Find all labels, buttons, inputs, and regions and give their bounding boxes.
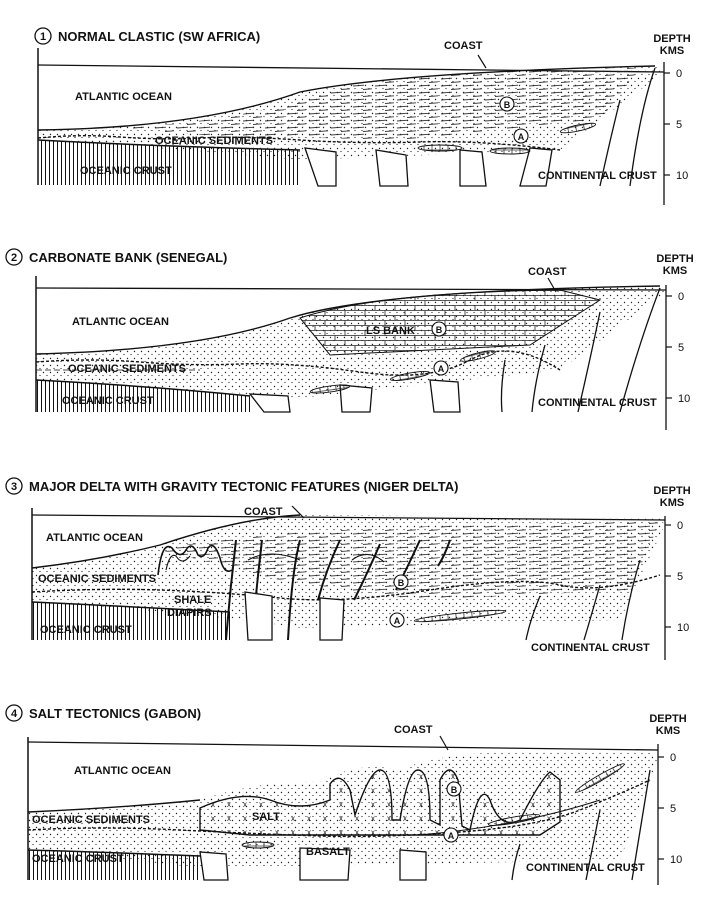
oceanic-crust bbox=[36, 380, 250, 412]
panel-title: NORMAL CLASTIC (SW AFRICA) bbox=[58, 29, 260, 44]
ocean-label: ATLANTIC OCEAN bbox=[46, 532, 143, 544]
shale-label: SHALE bbox=[174, 594, 211, 606]
unit-a-label: A bbox=[448, 831, 455, 841]
crust-label: OCEANIC CRUST bbox=[62, 395, 154, 407]
panel-number: 4 bbox=[11, 708, 18, 720]
panel-2-carbonate-bank: 2 CARBONATE BANK (SENEGAL) DEPTH KMS 0 5… bbox=[5, 248, 694, 430]
panel-3-major-delta: 3 MAJOR DELTA WITH GRAVITY TECTONIC FEAT… bbox=[5, 477, 691, 660]
depth-tick-0: 0 bbox=[677, 520, 683, 532]
depth-tick-10: 10 bbox=[670, 854, 682, 866]
sediments-label: OCEANIC SEDIMENTS bbox=[68, 363, 186, 375]
depth-tick-0: 0 bbox=[676, 68, 682, 80]
ocean-label: ATLANTIC OCEAN bbox=[74, 765, 171, 777]
kms-label: KMS bbox=[660, 45, 684, 57]
depth-tick-10: 10 bbox=[676, 170, 688, 182]
continental-label: CONTINENTAL CRUST bbox=[531, 642, 650, 654]
shale-diapirs bbox=[157, 544, 233, 576]
ls-bank-label: LS BANK bbox=[366, 325, 415, 337]
coast-label: COAST bbox=[444, 40, 483, 52]
depth-label: DEPTH bbox=[653, 485, 690, 497]
panel-number: 3 bbox=[11, 481, 17, 493]
salt-label: SALT bbox=[252, 811, 280, 823]
sediments-label: OCEANIC SEDIMENTS bbox=[155, 135, 273, 147]
unit-a-label: A bbox=[394, 616, 401, 626]
panel-number-circle bbox=[5, 704, 23, 722]
basalt-label: BASALT bbox=[306, 846, 350, 858]
kms-label: KMS bbox=[660, 497, 684, 509]
depth-tick-5: 5 bbox=[678, 342, 684, 354]
depth-tick-5: 5 bbox=[677, 571, 683, 583]
depth-label: DEPTH bbox=[649, 713, 686, 725]
continental-label: CONTINENTAL CRUST bbox=[538, 170, 657, 182]
depth-tick-5: 5 bbox=[676, 119, 682, 131]
continental-label: CONTINENTAL CRUST bbox=[538, 397, 657, 409]
panel-number-circle bbox=[34, 27, 52, 45]
depth-tick-10: 10 bbox=[677, 622, 689, 634]
depth-tick-0: 0 bbox=[670, 752, 676, 764]
depth-label: DEPTH bbox=[653, 33, 690, 45]
unit-b-label: B bbox=[451, 785, 458, 795]
depth-tick-10: 10 bbox=[678, 393, 690, 405]
sediments-label: OCEANIC SEDIMENTS bbox=[32, 814, 150, 826]
coast-label: COAST bbox=[394, 724, 433, 736]
continental-label: CONTINENTAL CRUST bbox=[526, 862, 645, 874]
depth-tick-5: 5 bbox=[670, 803, 676, 815]
panel-title: MAJOR DELTA WITH GRAVITY TECTONIC FEATUR… bbox=[29, 479, 458, 494]
panel-1-normal-clastic: 1 NORMAL CLASTIC (SW AFRICA) DEPTH KMS 0… bbox=[34, 27, 691, 205]
kms-label: KMS bbox=[656, 725, 680, 737]
panel-4-salt-tectonics: 4 SALT TECTONICS (GABON) DEPTH KMS 0 5 1… bbox=[5, 704, 687, 885]
depth-tick-0: 0 bbox=[678, 291, 684, 303]
unit-a-label: A bbox=[438, 364, 445, 374]
panel-title: CARBONATE BANK (SENEGAL) bbox=[29, 250, 227, 265]
panel-number-circle bbox=[5, 248, 23, 266]
ocean-label: ATLANTIC OCEAN bbox=[72, 316, 169, 328]
panel-number: 2 bbox=[11, 252, 17, 264]
kms-label: KMS bbox=[663, 265, 687, 277]
coast-label: COAST bbox=[528, 266, 567, 278]
crust-label: OCEANIC CRUST bbox=[80, 165, 172, 177]
crust-label: OCEANIC CRUST bbox=[32, 853, 124, 865]
crust-label: OCEANIC CRUST bbox=[40, 624, 132, 636]
depth-label: DEPTH bbox=[656, 253, 693, 265]
unit-b-label: B bbox=[436, 325, 443, 335]
unit-a-label: A bbox=[518, 132, 525, 142]
coast-label: COAST bbox=[244, 506, 283, 518]
unit-b-label: B bbox=[504, 100, 511, 110]
panel-number: 1 bbox=[40, 31, 46, 43]
unit-b-label: B bbox=[398, 578, 405, 588]
panel-number-circle bbox=[5, 477, 23, 495]
ocean-label: ATLANTIC OCEAN bbox=[75, 91, 172, 103]
sediments-label: OCEANIC SEDIMENTS bbox=[38, 573, 156, 585]
diapirs-label: DIAPIRS bbox=[167, 607, 212, 619]
panel-title: SALT TECTONICS (GABON) bbox=[29, 706, 201, 721]
